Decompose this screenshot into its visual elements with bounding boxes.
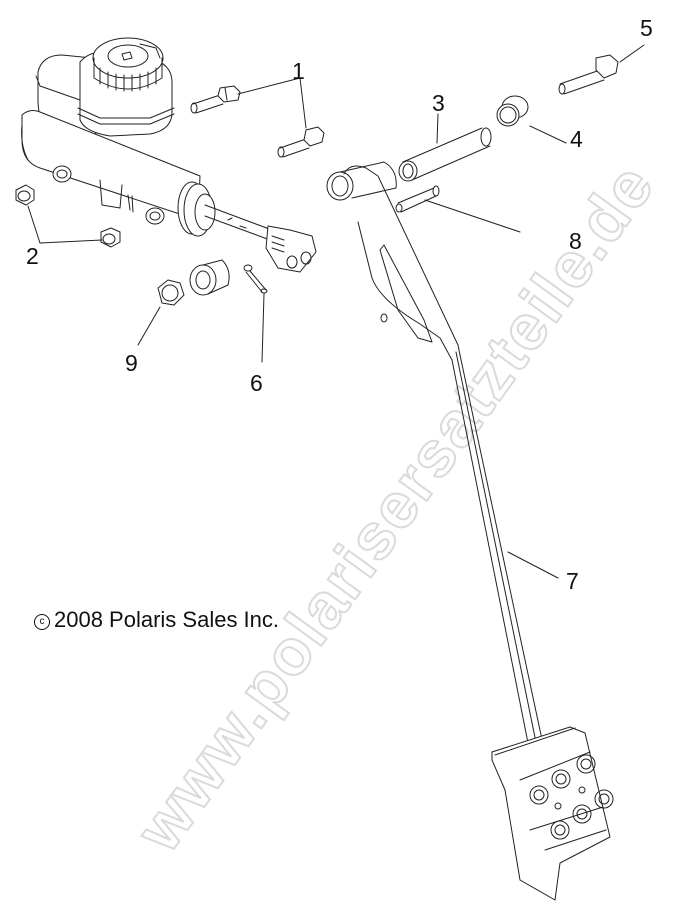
pedal-pad-holes	[529, 754, 614, 840]
bolt-part-1a	[190, 85, 241, 114]
sleeve-part-3	[398, 127, 492, 182]
copyright-text: 2008 Polaris Sales Inc.	[54, 607, 280, 632]
bolt-part-1b	[277, 126, 325, 158]
leader-line-6	[261, 293, 265, 363]
leader-line-5	[619, 44, 645, 63]
nut-part-2a	[15, 184, 35, 206]
flanged-bushing-part-4	[496, 95, 529, 127]
leader-line-7	[507, 551, 559, 579]
nut-part-2b	[100, 227, 121, 248]
flange-nut-part-9	[157, 279, 185, 306]
brake-pedal-part-7	[326, 161, 614, 901]
leader-line-4	[529, 125, 567, 144]
master-cylinder	[21, 37, 317, 273]
leader-line-2	[27, 205, 103, 244]
cotter-pin-part-6	[243, 264, 268, 294]
leader-line-1	[237, 77, 307, 129]
copyright-icon: c	[34, 614, 50, 630]
callout-7[interactable]: 7	[566, 568, 579, 594]
bolt-part-5	[558, 54, 619, 95]
callout-1[interactable]: 1	[292, 58, 305, 84]
leader-line-9	[137, 306, 161, 346]
bushing-part	[189, 259, 230, 296]
callout-8[interactable]: 8	[569, 228, 582, 254]
leader-line-3	[436, 113, 439, 144]
leader-line-8	[424, 199, 521, 233]
callout-9[interactable]: 9	[125, 350, 138, 376]
callout-2[interactable]: 2	[26, 243, 39, 269]
clevis-pin-part-8	[395, 185, 440, 213]
callout-6[interactable]: 6	[250, 370, 263, 396]
callout-3[interactable]: 3	[432, 90, 445, 116]
callout-5[interactable]: 5	[640, 15, 653, 41]
callout-4[interactable]: 4	[570, 126, 583, 152]
